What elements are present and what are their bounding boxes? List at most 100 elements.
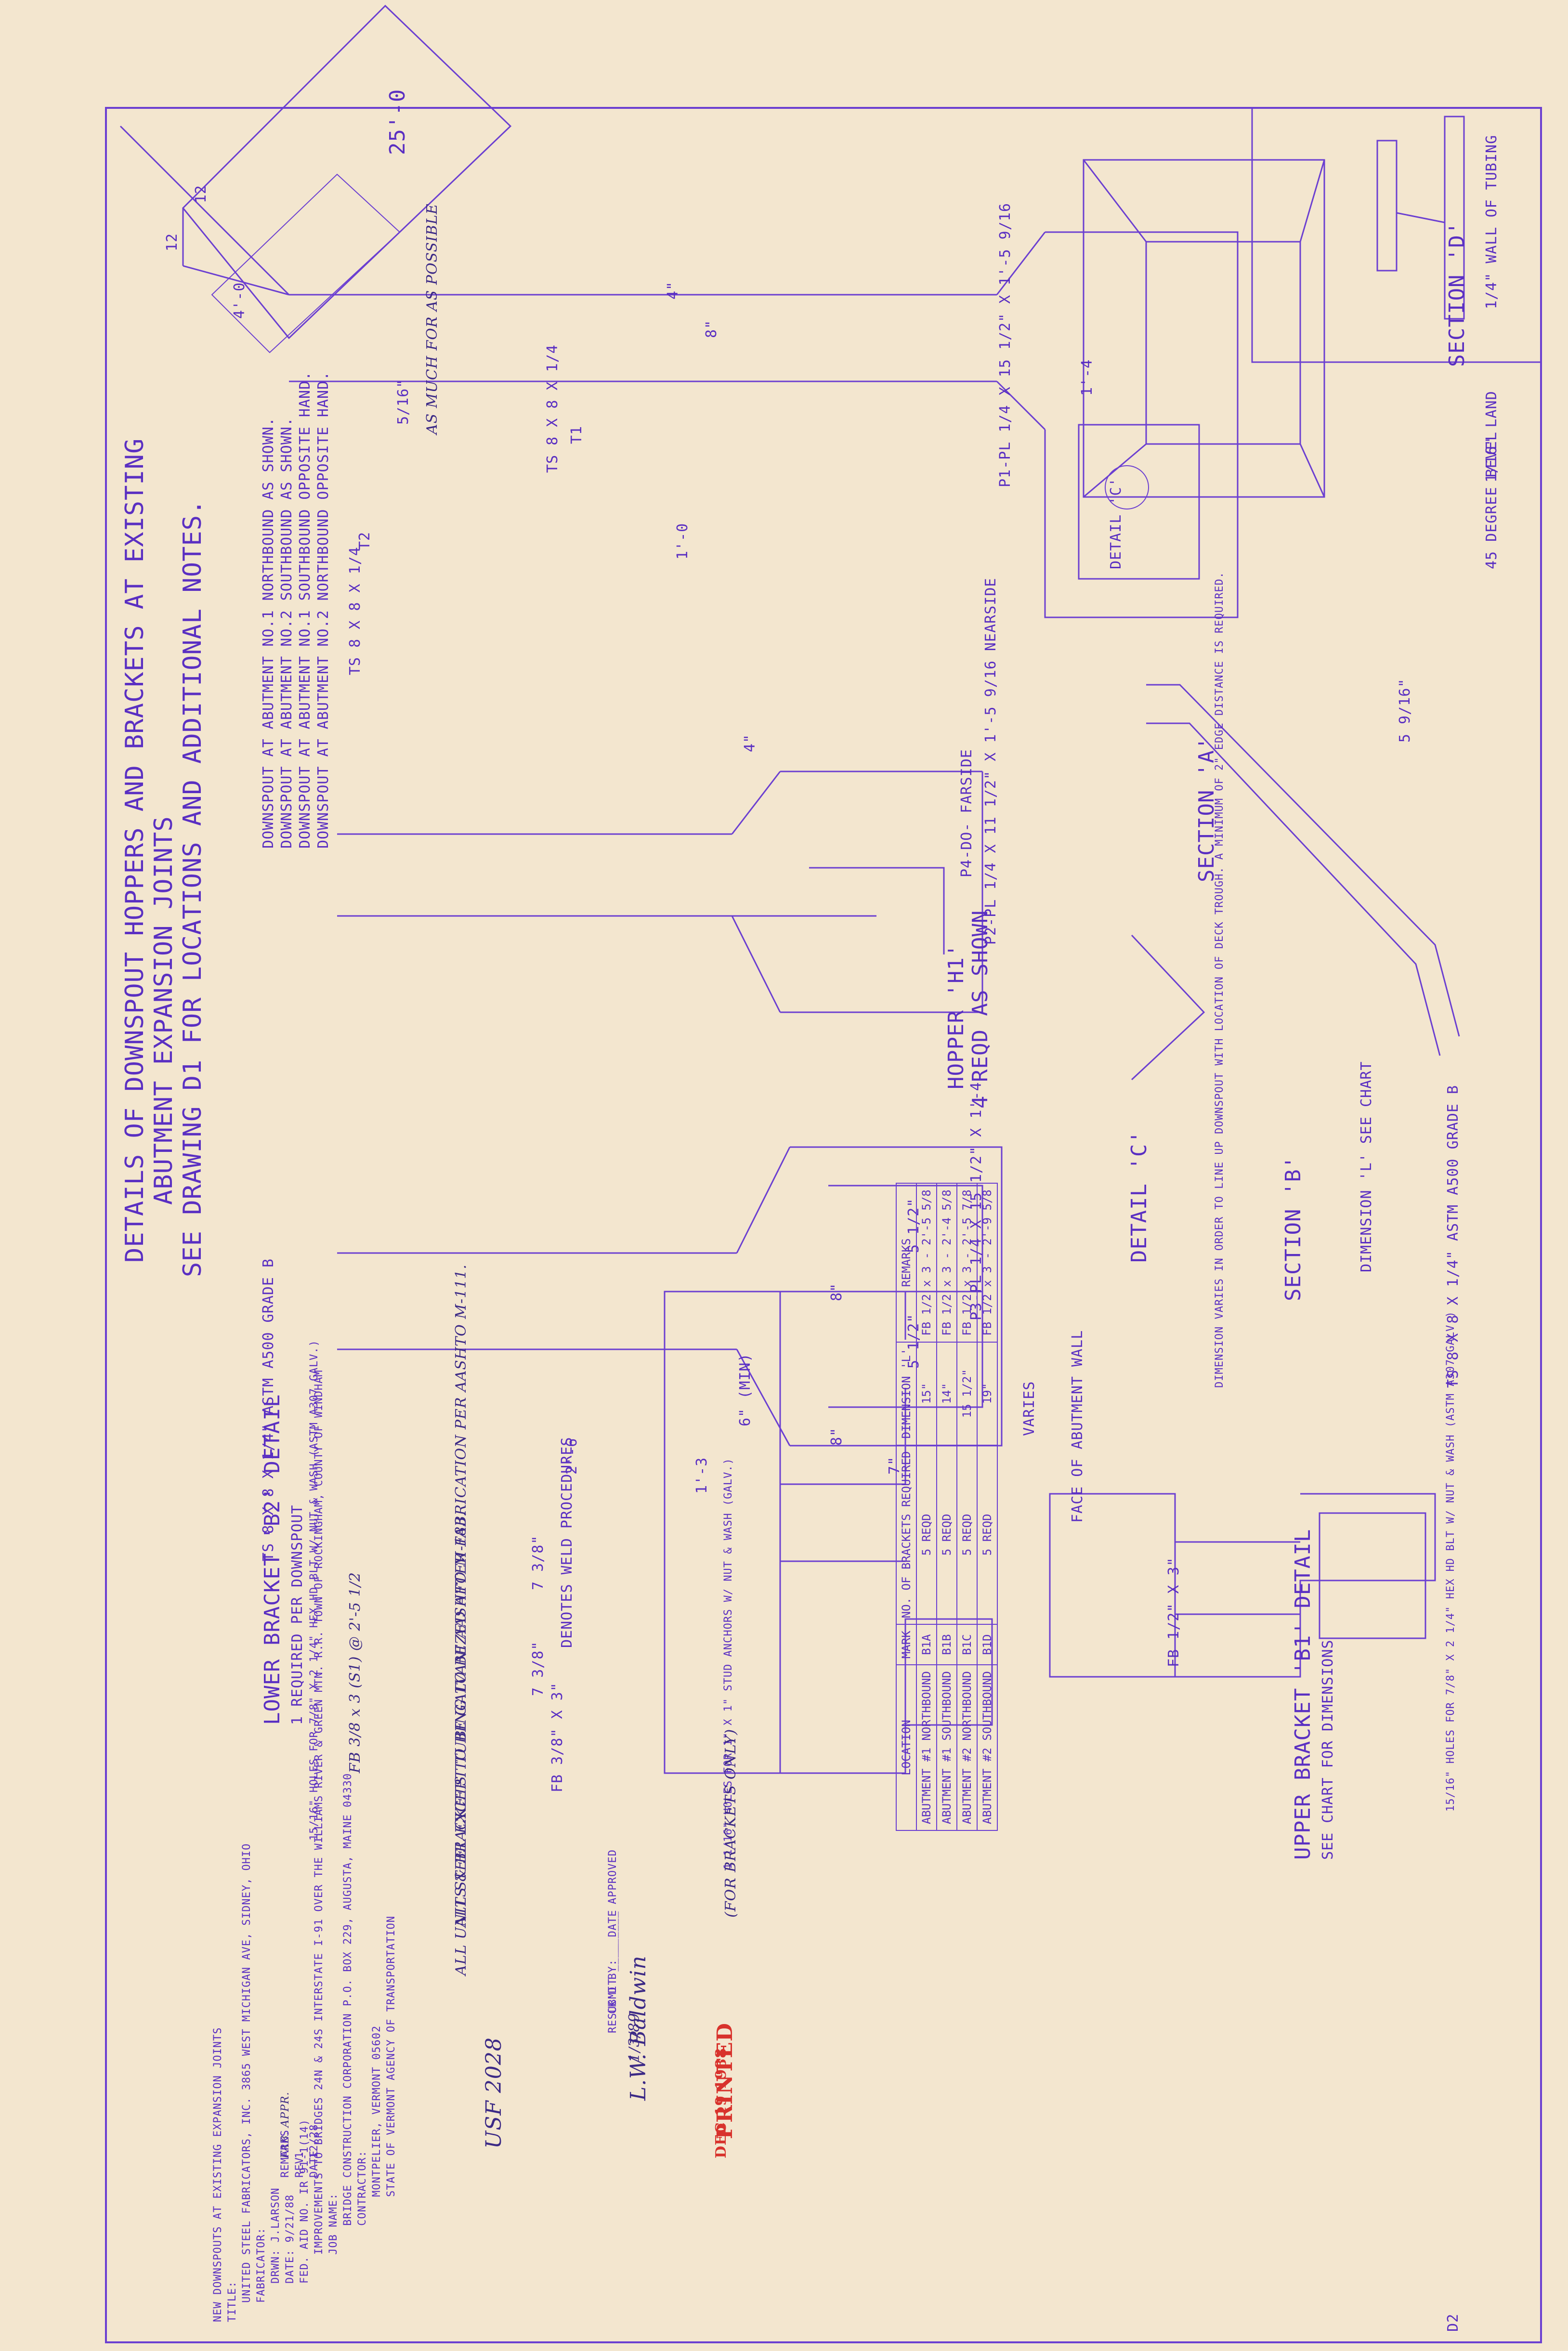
- table-cell: 5 REQD: [977, 1445, 997, 1625]
- table-cell: ABUTMENT #1 SOUTHBOUND: [937, 1665, 957, 1830]
- chart-header: REMARKS: [896, 1183, 916, 1342]
- hopper-sub-label: 4 REQD AS SHOWN: [968, 910, 993, 1109]
- downspout-assembly: [119, 4, 1239, 618]
- chart-header: DIMENSION 'L': [896, 1342, 916, 1445]
- upper-bracket-view: [1049, 1493, 1436, 1678]
- dim-8in-b: 8": [828, 1282, 845, 1301]
- dim-5-9-16: 5 9/16": [1397, 678, 1413, 743]
- table-cell: B1D: [977, 1624, 997, 1665]
- chart-header: MARK: [896, 1624, 916, 1665]
- table-row: ABUTMENT #1 SOUTHBOUND B1B 5 REQD 14" FB…: [937, 1183, 957, 1830]
- printed-date-stamp: DEC 19 1988: [713, 2048, 730, 2158]
- chart-header: NO. OF BRACKETS REQUIRED: [896, 1445, 916, 1625]
- ts-8x8-label-2: TS 8 X 8 X 1/4: [347, 547, 364, 675]
- slope-label-12a: 12: [193, 184, 209, 203]
- tb-rev-header-rev: REV.: [294, 2150, 306, 2178]
- downspout-note-4: DOWNSPOUT AT ABUTMENT NO.2 NORTHBOUND OP…: [315, 371, 332, 849]
- tb-title: NEW DOWNSPOUTS AT EXISTING EXPANSION JOI…: [212, 2027, 224, 2322]
- usf-number: USF 2028: [482, 2037, 506, 2149]
- tb-contractor-label: CONTRACTOR:: [356, 2150, 368, 2226]
- tb-job-label: JOB NAME:: [327, 2193, 340, 2255]
- tb-city: MONTPELIER, VERMONT 05602: [371, 2025, 383, 2197]
- section-a-view: [1131, 684, 1460, 1081]
- fb-3-8-label: FB 3/8" X 3": [549, 1682, 566, 1792]
- table-cell: 5 REQD: [937, 1445, 957, 1625]
- section-d-title: SECTION 'D': [1445, 221, 1469, 367]
- main-title-line3: SEE DRAWING D1 FOR LOCATIONS AND ADDITIO…: [178, 499, 207, 1277]
- varies-label: VARIES: [1021, 1381, 1038, 1436]
- drawing-border: [105, 107, 1542, 2343]
- overall-dimension: 25'-0: [385, 89, 410, 155]
- dim-4in-a: 4": [665, 281, 681, 300]
- resubmit-stamp: RESUBMIT ____ DATE: [607, 1909, 619, 2033]
- p1-plate-label: P1-PL 1/4 X 15 1/2" X 1'-5 9/16: [997, 203, 1014, 487]
- fb-lower-note: FB 3/8 x 3 (S1) @ 2'-5 1/2: [347, 1572, 364, 1773]
- lower-bracket-view: [664, 1291, 993, 1774]
- hopper-section-a: [337, 771, 983, 1013]
- table-cell: FB 1/2 x 3 - 2'-5 5/8: [916, 1183, 937, 1342]
- dimension-varies-note: DIMENSION VARIES IN ORDER TO LINE UP DOW…: [1214, 571, 1226, 1388]
- top-section-view: [1083, 159, 1325, 509]
- lower-bracket-sub: 1 REQUIRED PER DOWNSPOUT: [289, 1504, 306, 1725]
- tb-date: DATE: 9/21/88: [284, 2194, 296, 2284]
- main-title-line2: ABUTMENT EXPANSION JOINTS: [149, 816, 178, 1205]
- main-title-line1: DETAILS OF DOWNSPOUT HOPPERS AND BRACKET…: [120, 438, 149, 1263]
- dim-4-0: 4'-0: [231, 282, 248, 319]
- dim-2-6: 2'-6: [563, 1437, 580, 1475]
- downspout-note-1: DOWNSPOUT AT ABUTMENT NO.1 NORTHBOUND AS…: [260, 417, 277, 849]
- tb-state: STATE OF VERMONT AGENCY OF TRANSPORTATIO…: [385, 1915, 397, 2197]
- weld-handwritten-note: AS MUCH FOR AS POSSIBLE: [424, 203, 441, 434]
- chart-header: LOCATION: [896, 1665, 916, 1830]
- p4-plate-label: P4-DO- FARSIDE: [958, 749, 975, 877]
- table-cell: FB 1/2 x 3 - 2'-5 7/8: [957, 1183, 977, 1342]
- tb-drawn: DRWN: J.LARSON: [270, 2187, 282, 2284]
- handwritten-date: 1/3/89: [626, 2012, 643, 2062]
- table-cell: 15 1/2": [957, 1342, 977, 1445]
- tb-fabricator-label: FABRICATOR:: [255, 2227, 267, 2303]
- bevel-label: 45 DEGREE BEVEL: [1483, 431, 1500, 569]
- dim-4in-b: 4": [742, 733, 758, 752]
- detail-c-tag: DETAIL 'C': [1108, 477, 1124, 569]
- dim-6-min: 6" (MIN): [737, 1353, 754, 1427]
- dim-1-4: 1'-4: [1079, 359, 1096, 396]
- weld-5-16: 5/16": [395, 379, 412, 425]
- chart-header-row: LOCATION MARK NO. OF BRACKETS REQUIRED D…: [896, 1183, 916, 1830]
- dim-l-label: DIMENSION 'L' SEE CHART: [1358, 1061, 1375, 1272]
- tb-title-label: TITLE:: [226, 2281, 238, 2322]
- section-b-title: SECTION 'B': [1281, 1155, 1306, 1301]
- tb-rev-header-remarks: REMARKS: [279, 2129, 291, 2178]
- tb-sheet-number: D2: [1445, 2313, 1462, 2332]
- dim-7-3-8-b: 7 3/8": [530, 1641, 547, 1696]
- table-cell: FB 1/2 x 3 - 2'-4 5/8: [937, 1183, 957, 1342]
- table-cell: ABUTMENT #2 NORTHBOUND: [957, 1665, 977, 1830]
- section-d-view: [1376, 116, 1465, 320]
- dim-1-0: 1'-0: [674, 522, 691, 560]
- galv-note-2: ALL UNITS & BRACKETS TO BE GALVANIZED AF…: [453, 1264, 470, 1975]
- title-block-lines: [1251, 107, 1542, 363]
- downspout-note-3: DOWNSPOUT AT ABUTMENT NO.1 SOUTHBOUND OP…: [297, 371, 314, 849]
- table-cell: 14": [937, 1342, 957, 1445]
- fb-1-2-label: FB 1/2" X 3": [1165, 1557, 1182, 1667]
- dim-7-3-8-a: 7 3/8": [530, 1535, 547, 1590]
- dim-8in-c: 8": [828, 1427, 845, 1446]
- table-cell: 19": [977, 1342, 997, 1445]
- table-cell: B1B: [937, 1624, 957, 1665]
- wall-label: 1/4" WALL OF TUBING: [1483, 134, 1500, 309]
- upper-bracket-sub: SEE CHART FOR DIMENSIONS: [1320, 1639, 1336, 1860]
- table-cell: 5 REQD: [916, 1445, 937, 1625]
- bracket-chart: LOCATION MARK NO. OF BRACKETS REQUIRED D…: [896, 1183, 998, 1831]
- tb-job: IMPROVEMENTS TO BRIDGES 24N & 24S INTERS…: [313, 1370, 325, 2255]
- table-cell: B1C: [957, 1624, 977, 1665]
- dim-8in-a: 8": [703, 319, 720, 338]
- table-cell: ABUTMENT #2 SOUTHBOUND: [977, 1665, 997, 1830]
- face-wall-label: FACE OF ABUTMENT WALL: [1069, 1330, 1086, 1523]
- for-brackets-note: (FOR BRACKETS ONLY): [722, 1728, 739, 1918]
- table-row: ABUTMENT #1 NORTHBOUND B1A 5 REQD 15" FB…: [916, 1183, 937, 1830]
- p2-plate-label: P2-PL 1/4 X 11 1/2" X 1'-5 9/16 NEARSIDE: [982, 577, 999, 945]
- upper-bracket-title: UPPER BRACKET 'B1' DETAIL: [1291, 1528, 1315, 1860]
- table-cell: ABUTMENT #1 NORTHBOUND: [916, 1665, 937, 1830]
- ts-8x8-label: TS 8 X 8 X 1/4: [544, 344, 561, 473]
